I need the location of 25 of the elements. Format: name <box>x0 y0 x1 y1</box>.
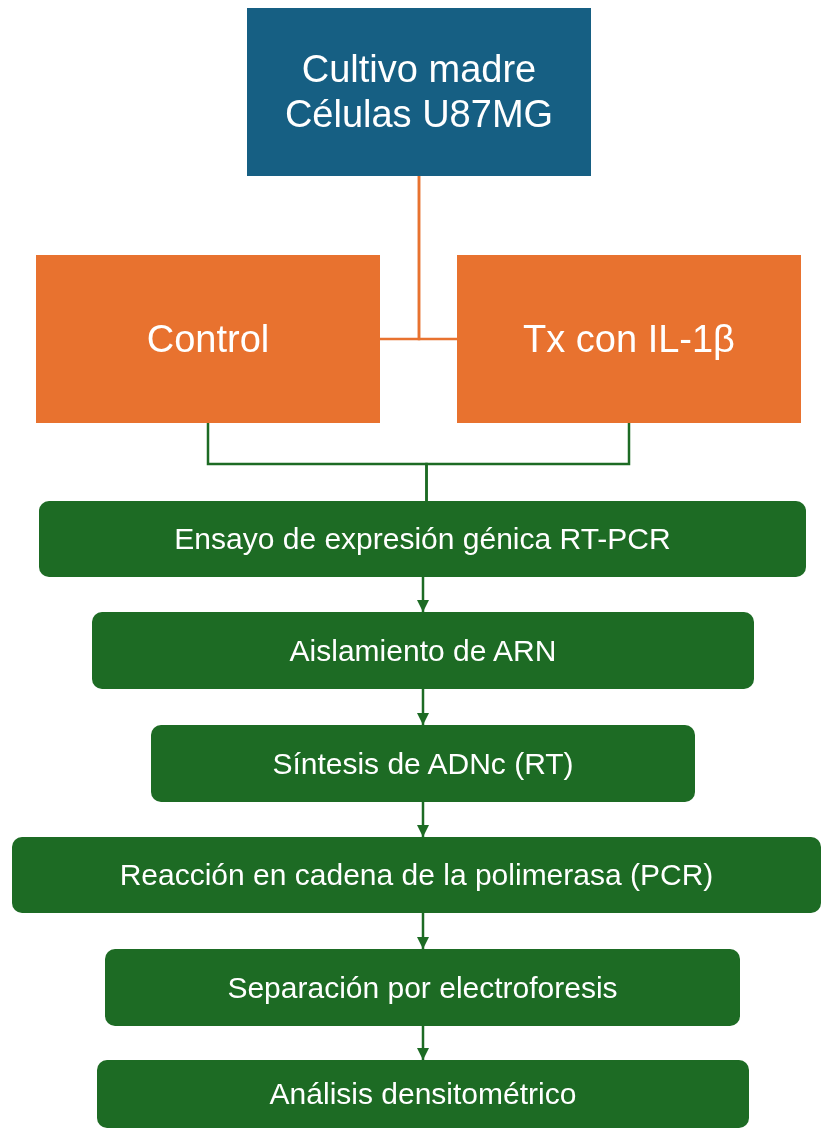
box-label: Síntesis de ADNc (RT) <box>272 745 574 782</box>
step-box <box>151 725 695 802</box>
step-box <box>97 1060 749 1128</box>
arrow <box>416 689 430 725</box>
box-label: Análisis densitométrico <box>269 1076 577 1112</box>
arrow <box>416 1026 430 1060</box>
arrow <box>416 913 430 949</box>
process-box <box>247 8 591 176</box>
process-box <box>457 255 801 423</box>
step-box <box>92 612 754 689</box>
step-box <box>39 501 806 577</box>
connector-line <box>417 176 457 341</box>
box-label: Reacción en cadena de la polimerasa (PCR) <box>119 857 714 893</box>
box-label: Cultivo madre Células U87MG <box>283 47 555 137</box>
box-label: Tx con IL-1β <box>523 316 735 362</box>
step-box <box>12 837 821 913</box>
process-box <box>36 255 380 423</box>
box-label: Aislamiento de ARN <box>289 632 557 669</box>
step-box <box>105 949 740 1026</box>
box-label: Separación por electroforesis <box>227 969 618 1006</box>
arrow <box>416 802 430 837</box>
box-label: Ensayo de expresión génica RT-PCR <box>174 521 671 557</box>
arrow <box>416 577 430 612</box>
connector-line <box>425 423 631 501</box>
box-label: Control <box>146 316 270 362</box>
